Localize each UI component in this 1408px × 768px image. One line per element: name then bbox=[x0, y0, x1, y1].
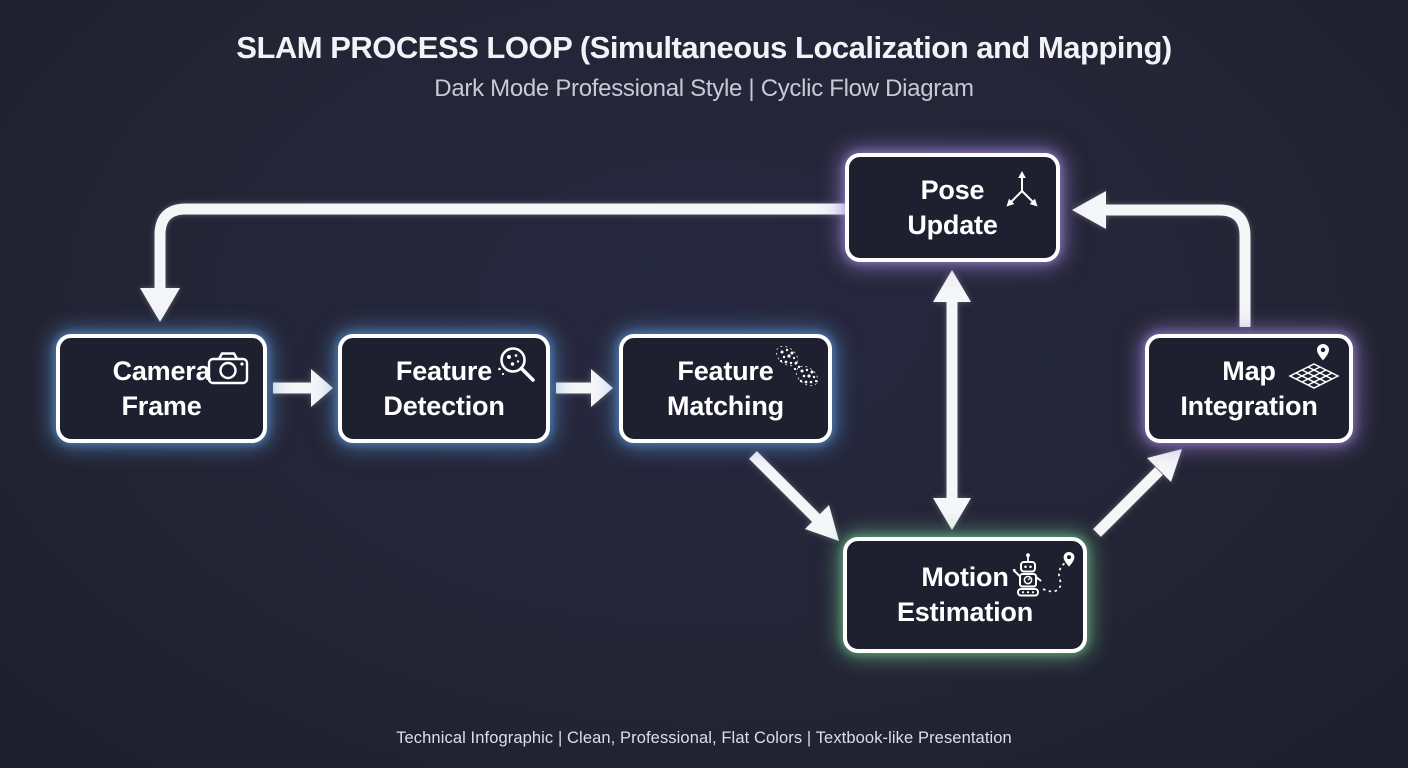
node-pose-update-label: Pose Update bbox=[907, 174, 998, 240]
node-map-integration-label: Map Integration bbox=[1180, 355, 1318, 421]
xyz-axes-icon bbox=[1006, 171, 1038, 207]
arrow-detection-to-matching bbox=[556, 369, 613, 407]
node-feature-detection-label: Feature Detection bbox=[383, 355, 505, 421]
footer-caption: Technical Infographic | Clean, Professio… bbox=[396, 729, 1012, 747]
arrow-pose-to-camera bbox=[140, 203, 847, 322]
arrow-matching-to-motion bbox=[749, 451, 839, 541]
node-feature-matching: Feature Matching bbox=[619, 334, 832, 443]
header: SLAM PROCESS LOOP (Simultaneous Localiza… bbox=[0, 30, 1408, 103]
node-feature-detection: Feature Detection bbox=[338, 334, 550, 443]
node-feature-matching-label: Feature Matching bbox=[667, 355, 784, 421]
node-camera-frame-label: Camera Frame bbox=[112, 355, 211, 421]
arrow-map-to-pose bbox=[1072, 191, 1251, 327]
page-title: SLAM PROCESS LOOP (Simultaneous Localiza… bbox=[236, 30, 1172, 65]
node-map-integration: Map Integration bbox=[1145, 334, 1353, 443]
arrow-camera-to-detection bbox=[273, 369, 333, 407]
page-subtitle: Dark Mode Professional Style | Cyclic Fl… bbox=[434, 75, 974, 102]
node-pose-update: Pose Update bbox=[845, 153, 1060, 262]
node-camera-frame: Camera Frame bbox=[56, 334, 267, 443]
arrow-motion-to-map bbox=[1093, 449, 1182, 537]
arrow-pose-motion-bidirectional bbox=[933, 270, 971, 530]
node-motion-estimation-label: Motion Estimation bbox=[896, 562, 1034, 627]
camera-icon bbox=[207, 351, 249, 385]
node-motion-estimation: Motion Estimation bbox=[843, 537, 1087, 653]
